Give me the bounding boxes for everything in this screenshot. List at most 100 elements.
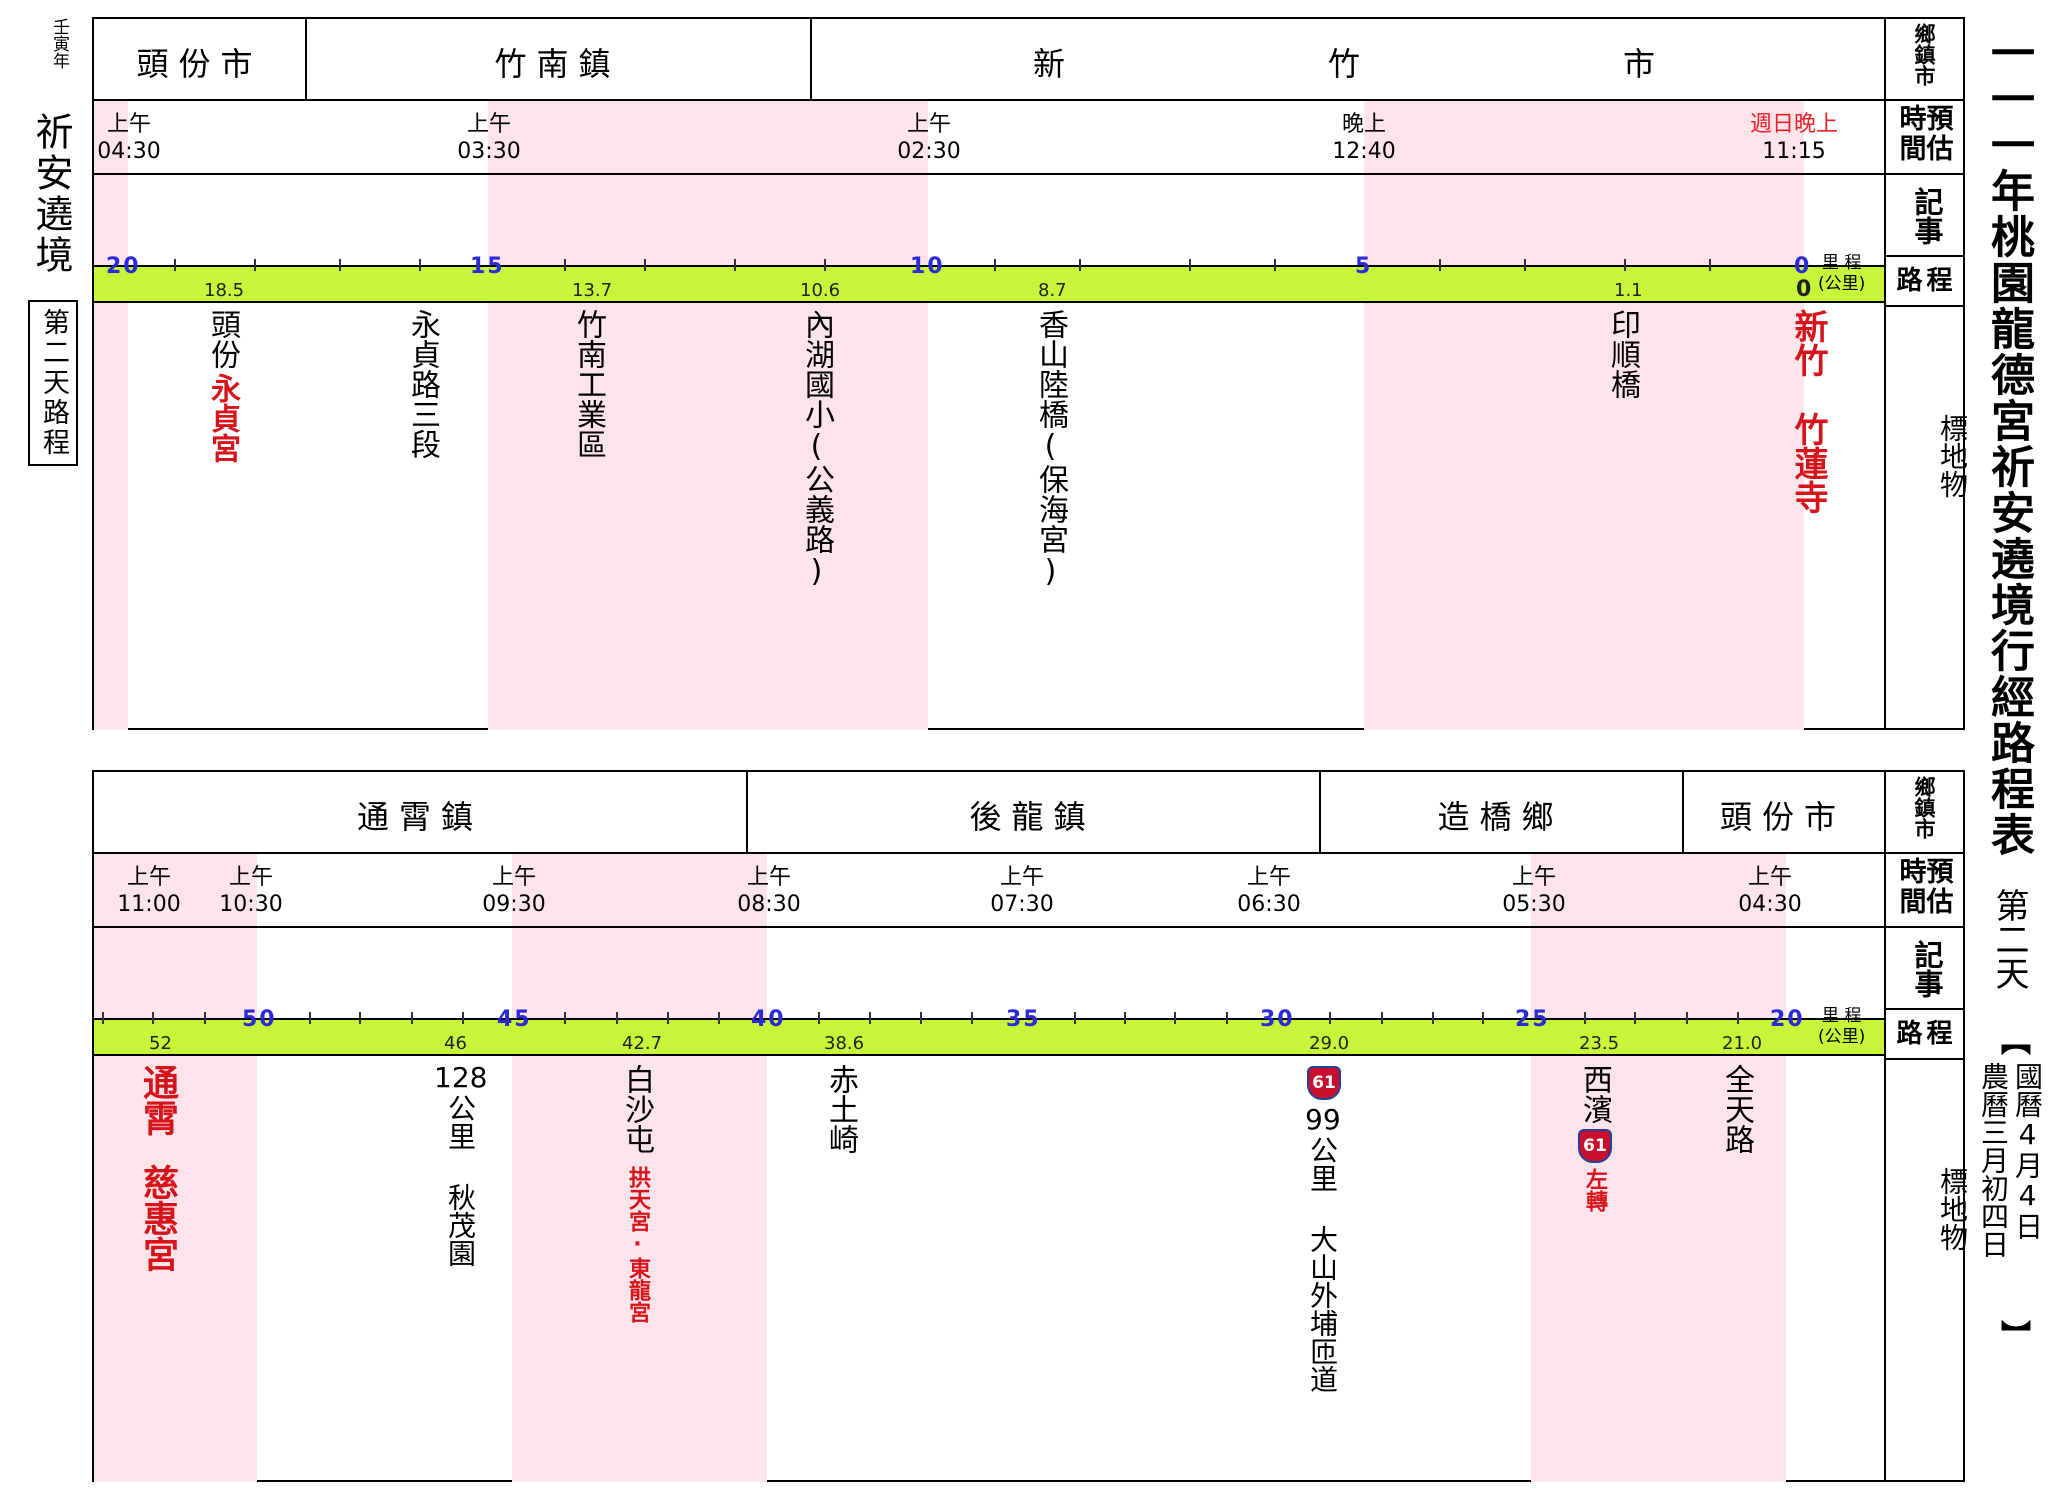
time-value: 05:30 xyxy=(1502,892,1566,917)
label-route: 路程 xyxy=(1896,266,1957,296)
distance-label: 38.6 xyxy=(824,1033,865,1054)
km-tick xyxy=(734,259,736,271)
distance-label: 1.1 xyxy=(1614,280,1643,301)
distance-label: 29.0 xyxy=(1309,1033,1350,1054)
time-period: 上午 xyxy=(746,865,791,890)
band xyxy=(1364,101,1804,730)
km-tick xyxy=(564,259,566,271)
km-tick xyxy=(1624,259,1626,271)
km-marker: 30 xyxy=(1260,1007,1295,1032)
row-divider xyxy=(1884,305,1963,307)
time-period: 上午 xyxy=(1511,865,1556,890)
km-tick xyxy=(339,259,341,271)
km-tick xyxy=(1381,1012,1383,1024)
row-divider xyxy=(1884,255,1963,257)
route-bar xyxy=(94,265,1884,303)
distance-label: 0 xyxy=(1796,277,1812,302)
town-name: 市 xyxy=(1622,45,1665,83)
time-value: 04:30 xyxy=(1738,892,1802,917)
town-divider xyxy=(305,19,307,99)
time-value: 07:30 xyxy=(990,892,1054,917)
town-divider xyxy=(746,772,748,852)
time-cell: 週日晚上 11:15 xyxy=(1734,111,1854,165)
km-tick xyxy=(462,1012,464,1024)
km-marker: 50 xyxy=(242,1007,277,1032)
km-unit-label: (公里) xyxy=(1818,274,1866,294)
landmark-km128-number: 128 xyxy=(434,1061,488,1094)
landmark-yinshun-bridge: 印順橋 xyxy=(1605,309,1640,399)
bottom-table: 通霄鎮 後龍鎮 造橋鄉 頭份市 上午 11:00 上午 10:30 上午 09:… xyxy=(92,770,1969,1482)
label-landmark: 標地物 xyxy=(1936,1167,1969,1251)
top-table: 頭份市 竹南鎮 新 竹 市 上午 04:30 上午 03:30 上午 02:30… xyxy=(92,17,1969,730)
km-tick xyxy=(994,259,996,271)
time-value: 04:30 xyxy=(97,139,161,164)
km-tick xyxy=(359,1012,361,1024)
km-tick xyxy=(824,259,826,271)
km-tick xyxy=(1329,1012,1331,1024)
km-unit: 里 程 (公里) xyxy=(1818,1006,1865,1048)
town-name: 新 xyxy=(1032,45,1075,83)
km-tick xyxy=(667,1012,669,1024)
town-name: 後龍鎮 xyxy=(969,798,1096,836)
km-label: 里 程 xyxy=(1821,1006,1862,1026)
time-value: 12:40 xyxy=(1332,139,1396,164)
time-cell: 上午 03:30 xyxy=(454,111,524,165)
time-period: 上午 xyxy=(999,865,1044,890)
km-tick xyxy=(1174,1012,1176,1024)
km-label: 里 程 xyxy=(1821,253,1862,273)
time-value: 08:30 xyxy=(737,892,801,917)
km-tick xyxy=(254,259,256,271)
landmark-chituqi: 赤土崎 xyxy=(823,1064,858,1154)
km-tick xyxy=(1226,1012,1228,1024)
date-gregorian: 國曆4月4日 xyxy=(2011,1062,2044,1240)
km-marker: 10 xyxy=(910,254,945,279)
landmark-baishatun: 白沙屯 xyxy=(619,1064,654,1154)
label-column-divider xyxy=(1884,19,1886,728)
km-tick xyxy=(1274,259,1276,271)
km-tick xyxy=(102,1012,104,1024)
distance-label: 23.5 xyxy=(1579,1033,1620,1054)
km-tick xyxy=(971,1012,973,1024)
km-marker: 5 xyxy=(1355,254,1373,279)
landmark-qiumao-park: 公里 秋茂園 xyxy=(444,1094,477,1267)
km-tick xyxy=(718,1012,720,1024)
km-unit-label: (公里) xyxy=(1818,1027,1866,1047)
km-marker: 40 xyxy=(751,1007,786,1032)
row-divider xyxy=(1884,1008,1963,1010)
time-cell: 上午 05:30 xyxy=(1499,864,1569,918)
time-value: 11:15 xyxy=(1762,139,1826,164)
landmark-yongzhen-temple: 永貞宮 xyxy=(205,373,240,463)
km-tick xyxy=(309,1012,311,1024)
landmark-cihui-temple: 慈惠宮 xyxy=(137,1164,178,1272)
route-bar xyxy=(94,1018,1884,1056)
distance-label: 18.5 xyxy=(204,280,245,301)
km-tick xyxy=(174,259,176,271)
km-tick xyxy=(1482,1012,1484,1024)
landmark-quantian-road: 全天路 xyxy=(1719,1064,1754,1154)
time-period: 上午 xyxy=(1246,865,1291,890)
landmark-dashan-waipu-ramp: 公里 大山外埔匝道 xyxy=(1306,1136,1339,1393)
distance-label: 42.7 xyxy=(622,1033,663,1054)
landmark-km99-number: 99 xyxy=(1305,1103,1341,1136)
label-time: 時預間估 xyxy=(1899,857,1954,918)
time-cell: 上午 04:30 xyxy=(1735,864,1805,918)
time-cell: 上午 06:30 xyxy=(1234,864,1304,918)
town-name: 竹南鎮 xyxy=(494,45,621,83)
label-column-divider xyxy=(1884,772,1886,1480)
time-cell: 上午 11:00 xyxy=(114,864,184,918)
km-tick xyxy=(1686,1012,1688,1024)
row-divider xyxy=(94,173,1963,175)
km-tick xyxy=(1074,1012,1076,1024)
time-cell: 上午 10:30 xyxy=(216,864,286,918)
town-name: 造橋鄉 xyxy=(1437,798,1564,836)
km-tick xyxy=(1189,259,1191,271)
time-cell: 晚上 12:40 xyxy=(1329,111,1399,165)
km-marker: 15 xyxy=(470,254,505,279)
time-value: 06:30 xyxy=(1237,892,1301,917)
km-tick xyxy=(1439,259,1441,271)
time-value: 11:00 xyxy=(117,892,181,917)
km-tick xyxy=(818,1012,820,1024)
row-divider xyxy=(94,99,1963,101)
main-title: 一一一年桃園龍德宮祈安遶境行經路程表 xyxy=(1983,30,2034,858)
town-name: 頭份市 xyxy=(1719,798,1846,836)
